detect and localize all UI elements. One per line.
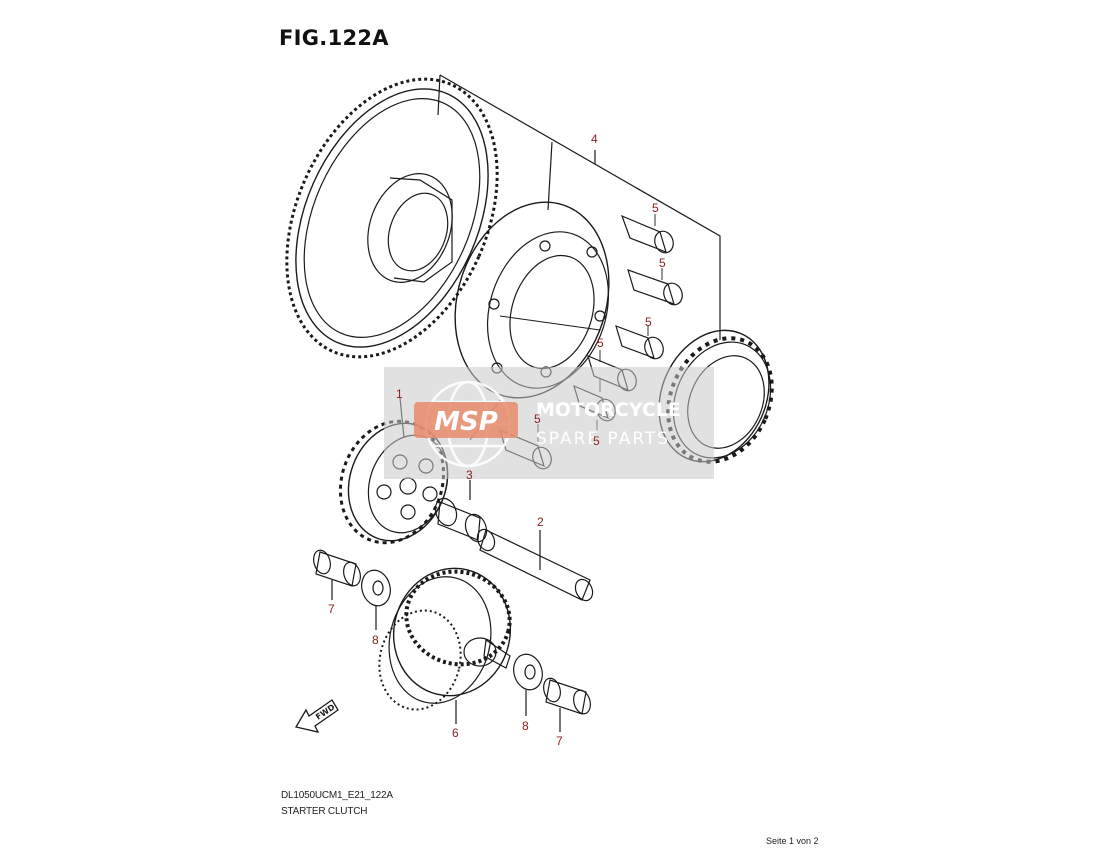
watermark-logo-badge (414, 402, 518, 438)
figure-caption: STARTER CLUTCH (281, 806, 368, 817)
starter-idle-gear (378, 567, 512, 724)
washer-left (361, 569, 391, 630)
callout-5: 5 (597, 336, 604, 350)
callout-2: 2 (537, 515, 544, 529)
watermark: MSP MOTORCYCLE SPARE PARTS (384, 367, 714, 479)
ring-gear (285, 77, 499, 359)
callouts: 4 5 5 5 5 5 5 1 3 2 7 8 6 8 7 (328, 132, 666, 748)
figure-code: DL1050UCM1_E21_122A (281, 790, 393, 801)
callout-7: 7 (556, 734, 563, 748)
callout-5: 5 (645, 315, 652, 329)
page-number: Seite 1 von 2 (766, 836, 819, 846)
bushing (434, 480, 488, 543)
callout-5: 5 (652, 201, 659, 215)
watermark-logo: MSP (434, 407, 498, 437)
callout-7: 7 (328, 602, 335, 616)
callout-5: 5 (659, 256, 666, 270)
shaft (476, 528, 594, 602)
callout-1: 1 (396, 387, 403, 401)
callout-6: 6 (452, 726, 459, 740)
bushing-right (543, 677, 591, 732)
watermark-line2: SPARE PARTS (536, 429, 670, 449)
callout-4: 4 (591, 132, 598, 146)
callout-3: 3 (466, 468, 473, 482)
fwd-arrow-icon (294, 699, 339, 733)
bushing-left (313, 549, 361, 600)
callout-8: 8 (372, 633, 379, 647)
leader-part-4 (437, 74, 721, 340)
washer-right (513, 653, 543, 716)
callout-5: 5 (593, 434, 600, 448)
figure-title: FIG.122A (279, 26, 389, 50)
callout-5: 5 (534, 412, 541, 426)
watermark-line1: MOTORCYCLE (536, 399, 681, 421)
callout-8: 8 (522, 719, 529, 733)
